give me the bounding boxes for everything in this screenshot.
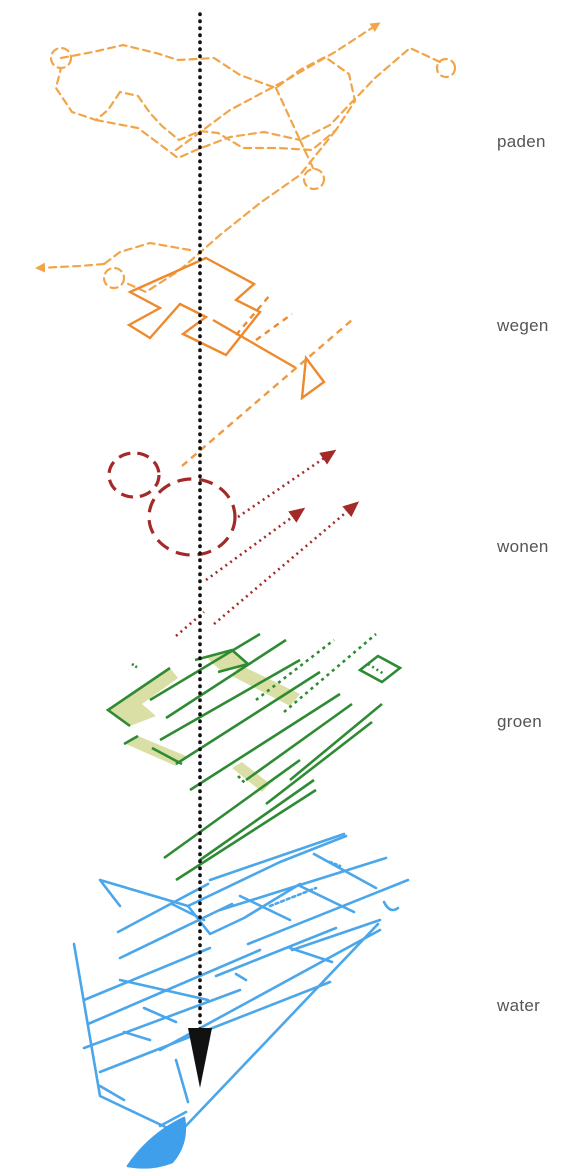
paden-route-left [102, 241, 192, 266]
water-canal-6 [218, 856, 388, 912]
water-outer-edge [72, 942, 178, 1134]
layer-label-wonen: wonen [497, 537, 549, 556]
central-arrow [188, 12, 212, 1088]
water-canal-19 [234, 972, 248, 982]
groen-outline-top [194, 648, 251, 674]
central-arrow-head [188, 1028, 212, 1088]
groen-patch-left [108, 668, 178, 726]
paden-route-down [122, 128, 338, 294]
water-canal-17 [98, 980, 332, 1074]
groen-outline-left [105, 666, 171, 728]
wegen-road-1 [235, 294, 271, 336]
groen-layer [105, 632, 403, 882]
groen-line-5 [189, 692, 341, 792]
water-canal-8 [246, 878, 410, 946]
water-canal-20 [122, 1030, 152, 1042]
wegen-road-main [212, 318, 297, 370]
paden-node-low [102, 266, 126, 290]
paden-layer [35, 22, 457, 294]
wegen-triangle [300, 354, 326, 401]
paden-route-arrow-left [35, 262, 106, 273]
water-canal-long [180, 922, 380, 1132]
water-canal-dotted-2 [328, 860, 342, 868]
water-canal-11 [290, 918, 382, 952]
water-layer [72, 832, 410, 1169]
water-canal-top [208, 832, 346, 882]
paden-route-arrow-up [174, 22, 381, 152]
wegen-block [126, 256, 262, 357]
groen-outline-bottom [123, 734, 183, 766]
water-canal-1 [116, 882, 210, 934]
water-pond [126, 1116, 187, 1169]
layer-label-groen: groen [497, 712, 542, 731]
layer-label-wegen: wegen [497, 316, 549, 335]
groen-line-9 [163, 758, 301, 860]
water-canal-2 [118, 902, 234, 960]
paden-route-long [274, 46, 442, 142]
layer-label-water: water [497, 996, 541, 1015]
paden-route-diagonal-1 [298, 138, 316, 172]
wonen-area-small [107, 451, 161, 499]
wegen-road-2 [255, 313, 293, 341]
groen-tick-2 [237, 775, 247, 785]
groen-box-right [357, 654, 403, 684]
wegen-layer [126, 256, 353, 467]
groen-line-dotted-1 [255, 638, 335, 702]
groen-line-11 [199, 778, 315, 862]
paden-route-cross [94, 118, 302, 160]
water-bay-curve [382, 900, 400, 912]
water-pond-link [158, 1110, 188, 1128]
paden-route-loop [54, 66, 122, 122]
groen-line-dotted-2 [283, 633, 377, 713]
groen-line-8 [289, 702, 383, 782]
groen-line-2 [165, 638, 287, 720]
groen-line-1 [149, 632, 261, 702]
groen-line-6 [245, 702, 353, 782]
groen-line-dotted-3 [367, 662, 385, 676]
wegen-road-long [181, 319, 353, 467]
groen-tick-1 [131, 662, 139, 670]
groen-line-7 [265, 720, 373, 806]
wonen-arrow-1 [237, 449, 337, 519]
water-canal-21 [98, 1084, 126, 1102]
wonen-layer [107, 449, 360, 637]
groen-line-3 [159, 658, 301, 742]
water-canal-14 [82, 946, 212, 1002]
water-canal-18 [142, 1006, 178, 1024]
water-canal-dotted [268, 886, 318, 908]
wonen-arrow-3 [213, 501, 360, 625]
water-canal-22 [174, 1058, 190, 1104]
paden-route-main [59, 43, 357, 152]
wonen-area-large [147, 477, 237, 557]
water-canal-9 [214, 926, 338, 978]
wonen-arrow-2 [205, 507, 306, 582]
water-canal-15 [86, 948, 262, 1026]
paden-node-right [435, 57, 457, 79]
layer-label-paden: paden [497, 132, 546, 151]
groen-patch-band [232, 665, 300, 706]
water-canal-16 [82, 988, 242, 1050]
groen-line-10 [175, 788, 317, 882]
paden-node-mid [302, 167, 326, 191]
